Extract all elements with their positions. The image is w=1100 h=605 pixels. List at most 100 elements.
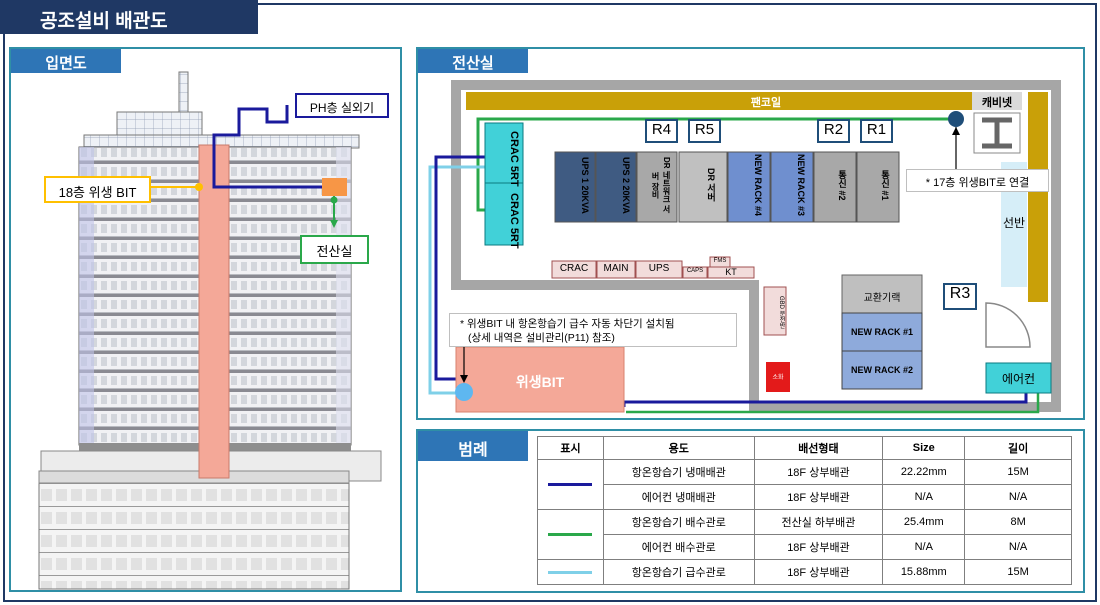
fire-box bbox=[766, 362, 790, 392]
header-length: 길이 bbox=[964, 436, 1072, 460]
bottom-kt: KT bbox=[725, 267, 737, 277]
page-frame bbox=[3, 3, 1097, 602]
server-room-label: 전산실 bbox=[300, 235, 369, 264]
rack-ups1: UPS 1 20KVA bbox=[580, 156, 590, 214]
rack-label-r5[interactable]: R5 bbox=[688, 119, 721, 143]
legend-size: 22.22mm bbox=[882, 459, 966, 485]
ph-unit-label: PH층 실외기 bbox=[295, 93, 389, 118]
supply-pipe bbox=[428, 165, 485, 395]
legend-row: 에어컨 배수관로 18F 상부배관 N/A N/A bbox=[538, 534, 1072, 560]
legend-length: 15M bbox=[964, 459, 1072, 485]
rack-label-r2[interactable]: R2 bbox=[817, 119, 850, 143]
cabinet bbox=[972, 92, 1022, 110]
rack-row bbox=[554, 151, 900, 223]
crac-unit-top bbox=[484, 122, 524, 184]
exchanger-label: 교환기랙 bbox=[863, 293, 901, 304]
bottom-fms: FMS bbox=[713, 258, 727, 264]
refrigerant-pipe bbox=[434, 155, 485, 381]
legend-swatch-refrigerant bbox=[537, 459, 604, 510]
exchanger-rack bbox=[841, 274, 923, 314]
note-17f-bit: * 17층 위생BIT로 연결 bbox=[906, 169, 1049, 192]
legend-tab: 범례 bbox=[418, 431, 528, 461]
podium bbox=[38, 480, 350, 590]
shelf-label: 선반 bbox=[1002, 216, 1026, 230]
new-rack-2-label: NEW RACK #2 bbox=[850, 365, 913, 375]
page-title: 공조설비 배관도 bbox=[0, 0, 258, 34]
header-usage: 용도 bbox=[602, 436, 755, 460]
legend-swatch-supply bbox=[537, 559, 604, 585]
legend-row: 항온항습기 냉매배관 18F 상부배관 22.22mm 15M bbox=[537, 459, 1072, 510]
rack-dr-network: DR 네트워크 서버 장비 bbox=[651, 157, 671, 213]
crac-unit-bottom bbox=[484, 182, 524, 246]
header-type: 배선형태 bbox=[753, 436, 884, 460]
server-room-unit bbox=[322, 178, 347, 196]
elevation-panel: 입면도 bbox=[9, 47, 402, 592]
rack-ups2: UPS 2 20KVA bbox=[621, 156, 631, 214]
legend-row: 항온항습기 배수관로 전산실 하부배관 25.4mm 8M bbox=[537, 509, 1072, 560]
legend-length: 15M bbox=[964, 559, 1072, 585]
rack-comm-1: 통신 #1 bbox=[880, 169, 890, 201]
elevation-tab: 입면도 bbox=[11, 49, 121, 73]
legend-size: 15.88mm bbox=[882, 559, 966, 585]
crac-top-label: CRAC 5RT bbox=[508, 131, 520, 187]
cabinet-label: 캐비넷 bbox=[981, 97, 1013, 109]
gbd-panel bbox=[763, 286, 787, 336]
header-size: Size bbox=[882, 436, 966, 460]
legend-usage: 에어컨 배수관로 bbox=[602, 534, 755, 560]
rack-label-r4[interactable]: R4 bbox=[645, 119, 678, 143]
new-rack-1 bbox=[841, 312, 923, 352]
legend-type: 18F 상부배관 bbox=[753, 484, 884, 510]
server-room-floorplan bbox=[428, 80, 1061, 414]
bottom-crac: CRAC bbox=[559, 263, 589, 274]
bottom-ups: UPS bbox=[648, 263, 670, 274]
rack-label-r3[interactable]: R3 bbox=[943, 283, 977, 310]
bottom-caps: CAPS bbox=[686, 268, 704, 274]
new-rack-1-label: NEW RACK #1 bbox=[850, 327, 913, 337]
legend-row: 에어컨 냉매배관 18F 상부배관 N/A N/A bbox=[538, 484, 1072, 510]
fire-box-label: 소화 bbox=[772, 375, 784, 381]
aircon-label: 에어컨 bbox=[1001, 372, 1036, 386]
building-elevation bbox=[38, 71, 382, 590]
server-room-tab: 전산실 bbox=[418, 49, 528, 73]
header-symbol: 표시 bbox=[537, 436, 604, 460]
bottom-equipment-row bbox=[551, 256, 755, 279]
rack-new-4: NEW RACK #4 bbox=[753, 154, 763, 217]
legend-usage: 항온항습기 급수관로 bbox=[602, 559, 755, 585]
new-rack-2 bbox=[841, 350, 923, 390]
legend-type: 전산실 하부배관 bbox=[753, 509, 884, 535]
server-room-panel: 전산실 bbox=[416, 47, 1085, 420]
sanitary-bit bbox=[455, 346, 625, 413]
legend-type: 18F 상부배관 bbox=[753, 534, 884, 560]
rack-label-r1[interactable]: R1 bbox=[860, 119, 893, 143]
pancoil bbox=[466, 92, 1008, 110]
legend-row: 항온항습기 급수관로 18F 상부배관 15.88mm 15M bbox=[537, 559, 1072, 585]
rack-dr-server: DR 서버 bbox=[706, 168, 716, 202]
gbd-label: GBD 분전반 bbox=[778, 295, 784, 329]
tower-side bbox=[79, 147, 94, 445]
rack-comm-2: 통신 #2 bbox=[837, 169, 847, 201]
bottom-main: MAIN bbox=[603, 263, 629, 274]
legend-table: 표시 용도 배선형태 Size 길이 항온항습기 냉매배관 18F 상부배관 2… bbox=[537, 436, 1072, 585]
pancoil-label: 팬코일 bbox=[750, 97, 782, 109]
legend-panel: 범례 bbox=[416, 429, 1085, 593]
note-bit-valve: * 위생BIT 내 항온항습기 급수 자동 차단기 설치됨 (상세 내역은 설비… bbox=[449, 313, 737, 347]
legend-type: 18F 상부배관 bbox=[753, 459, 884, 485]
legend-header-row: 표시 용도 배선형태 Size 길이 bbox=[537, 436, 1072, 460]
legend-usage: 항온항습기 냉매배관 bbox=[602, 459, 755, 485]
rack-new-3: NEW RACK #3 bbox=[796, 154, 806, 217]
legend-length: N/A bbox=[964, 534, 1072, 560]
note-line-1: * 위생BIT 내 항온항습기 급수 자동 차단기 설치됨 bbox=[460, 318, 675, 330]
legend-swatch-drain bbox=[537, 509, 604, 560]
aircon-unit bbox=[985, 362, 1052, 394]
legend-usage: 에어컨 냉매배관 bbox=[602, 484, 755, 510]
bit-label: 위생BIT bbox=[515, 374, 565, 390]
refrigerant-pipe-route bbox=[212, 105, 289, 145]
legend-type: 18F 상부배관 bbox=[753, 559, 884, 585]
legend-length: N/A bbox=[964, 484, 1072, 510]
legend-size: 25.4mm bbox=[882, 509, 966, 535]
crac-bottom-label: CRAC 5RT bbox=[508, 193, 520, 249]
pipe-shaft bbox=[198, 144, 230, 479]
bit-18-label: 18층 위생 BIT bbox=[44, 176, 151, 203]
note-line-2: (상세 내역은 설비관리(P11) 참조) bbox=[468, 332, 615, 344]
legend-length: 8M bbox=[964, 509, 1072, 535]
